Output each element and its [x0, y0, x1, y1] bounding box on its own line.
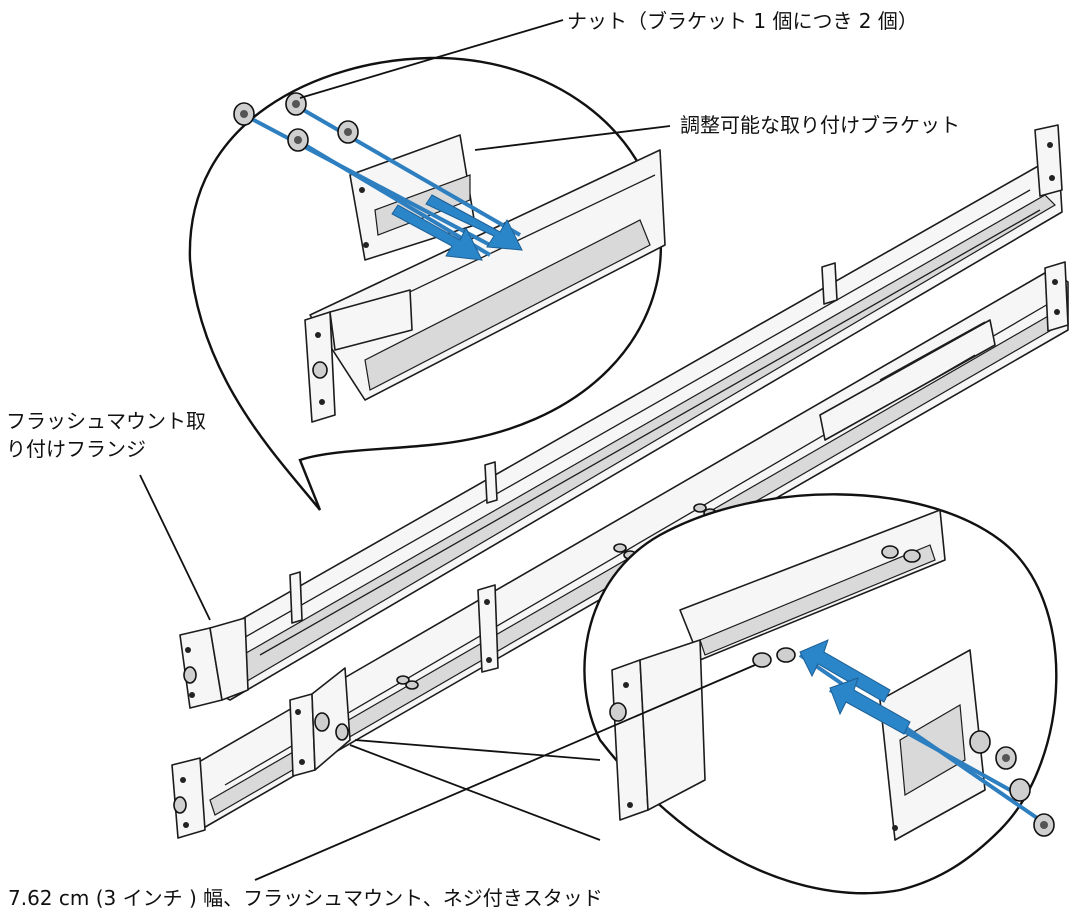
- adjustable-bracket-label: 調整可能な取り付けブラケット: [680, 113, 960, 137]
- upper-rail: [179, 124, 1063, 709]
- upper-detail-callout: [188, 56, 666, 511]
- stud-label: 7.62 cm (3 インチ ) 幅、フラッシュマウント、ネジ付きスタッド: [8, 886, 603, 910]
- flange-label-line2: り付けフランジ: [6, 437, 146, 461]
- lower-detail-callout: [583, 493, 1058, 895]
- flange-label-line1: フラッシュマウント取: [6, 409, 206, 433]
- leader-lines: [139, 19, 756, 881]
- nut-label: ナット（ブラケット 1 個につき 2 個）: [567, 9, 918, 33]
